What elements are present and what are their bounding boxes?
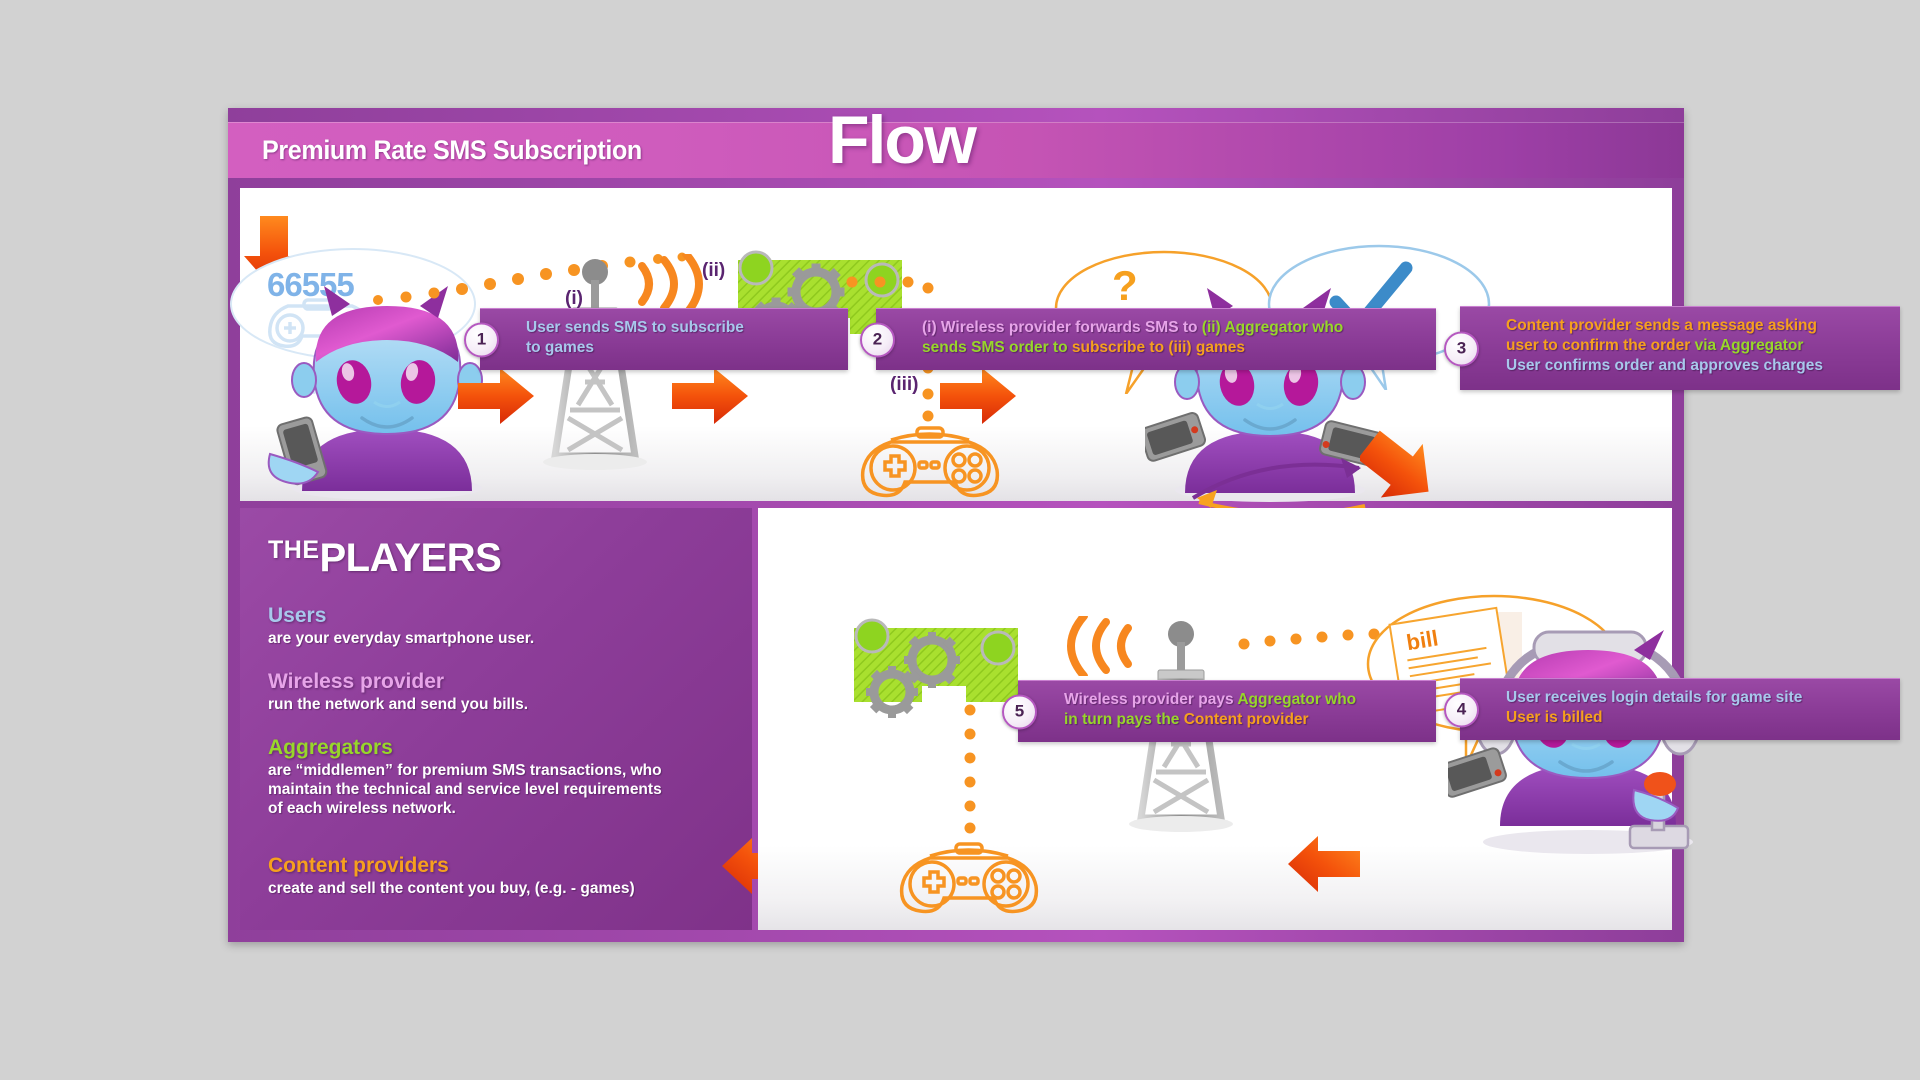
step-4-line-1: User receives login details for game sit… (1506, 688, 1888, 708)
signal-waves-2-icon (1067, 616, 1132, 676)
step-3-line-1: Content provider sends a message asking (1506, 316, 1888, 336)
svg-text:?: ? (1112, 262, 1138, 309)
step-number-5: 5 (1002, 694, 1037, 729)
step-4-text-1: User receives login details for game sit… (1506, 689, 1803, 706)
step-3-text-1: Content provider sends a message asking (1506, 317, 1817, 334)
step-number-1: 1 (464, 322, 499, 357)
players-heading: THEPLAYERS (268, 536, 502, 581)
label-roman-i: (i) (565, 288, 583, 309)
step-box-5[interactable]: 5 Wireless provider pays Aggregator who … (1002, 680, 1436, 742)
players-heading-the: THE (268, 536, 320, 564)
player-title-wireless: Wireless provider (268, 670, 445, 693)
step-4-line-2: User is billed (1506, 708, 1888, 728)
step-4-text-2: User is billed (1506, 709, 1603, 726)
player-desc-wireless: run the network and send you bills. (268, 696, 529, 713)
player-desc-users: are your everyday smartphone user. (268, 630, 535, 647)
game-controller-icon (860, 426, 1000, 498)
player-desc-aggregators-line1: are “middlemen” for premium SMS transact… (268, 762, 662, 779)
step-3-text-3: User confirms order and approves charges (1506, 357, 1824, 374)
step-3-text-2a: user to confirm the order (1506, 337, 1695, 354)
label-roman-iii: (iii) (890, 374, 919, 395)
player-entry-content: Content providers create and sell the co… (268, 853, 635, 898)
step-1-line-2: to games (526, 338, 836, 358)
step-2-text-1a: (i) Wireless provider forwards SMS to (922, 319, 1202, 336)
step-number-3: 3 (1444, 331, 1479, 366)
player-desc-aggregators-line3: of each wireless network. (268, 800, 456, 817)
svg-text:bill: bill (1405, 625, 1440, 655)
players-panel: THEPLAYERS Users are your everyday smart… (240, 508, 794, 930)
step-2-text-1b: (ii) Aggregator who (1201, 319, 1344, 336)
step-2-text-2a: sends SMS order to (922, 339, 1072, 356)
step-2-line-1: (i) Wireless provider forwards SMS to (i… (922, 318, 1424, 338)
step-box-2[interactable]: 2 (i) Wireless provider forwards SMS to … (860, 308, 1436, 370)
step-3-text-2b: via Aggregator (1694, 337, 1804, 354)
step-number-2: 2 (860, 322, 895, 357)
arrow-right-1-icon (458, 368, 534, 424)
shortcode-label: 66555 (267, 266, 355, 303)
page-title-subtitle: Premium Rate SMS Subscription (262, 135, 642, 165)
aggregator-gears-2-icon (854, 618, 1018, 718)
player-title-aggregators: Aggregators (268, 736, 393, 759)
title-band: Premium Rate SMS Subscription Flow (228, 102, 1684, 178)
page-title: Flow (828, 102, 977, 178)
payment-dot-trail-icon (964, 704, 976, 834)
step-5-text-1b: Aggregator who (1237, 691, 1357, 708)
step-3-line-3: User confirms order and approves charges (1506, 356, 1888, 376)
step-box-3[interactable]: 3 Content provider sends a message askin… (1444, 306, 1900, 390)
player-title-content: Content providers (268, 854, 449, 877)
step-5-text-1a: Wireless provider pays (1064, 691, 1238, 708)
step-5-line-1: Wireless provider pays Aggregator who (1064, 690, 1424, 710)
player-entry-wireless: Wireless provider run the network and se… (268, 669, 528, 714)
infographic-frame: Premium Rate SMS Subscription Flow (228, 102, 1900, 942)
player-entry-users: Users are your everyday smartphone user. (268, 603, 534, 648)
players-heading-main: PLAYERS (319, 536, 502, 580)
signal-waves-icon (638, 254, 703, 314)
player-title-users: Users (268, 604, 327, 627)
arrow-left-2-icon (1288, 836, 1360, 892)
label-roman-ii: (ii) (702, 260, 726, 281)
title-row: Premium Rate SMS Subscription Flow (228, 102, 1684, 178)
step-1-line-1: User sends SMS to subscribe (526, 318, 836, 338)
player-entry-aggregators: Aggregators are “middlemen” for premium … (268, 735, 662, 818)
step-5-line-2: in turn pays the Content provider (1064, 710, 1424, 730)
step-5-text-2a: in turn pays the (1064, 711, 1184, 728)
arrow-down-right-icon (1360, 430, 1429, 498)
step-number-4: 4 (1444, 692, 1479, 727)
step-1-text-2: to games (526, 339, 595, 356)
arrow-right-2-icon (672, 368, 748, 424)
player-desc-aggregators-line2: maintain the technical and service level… (268, 781, 662, 798)
step-box-4[interactable]: 4 User receives login details for game s… (1444, 678, 1900, 740)
step-1-text-1: User sends SMS to subscribe (526, 319, 744, 336)
step-3-line-2: user to confirm the order via Aggregator (1506, 336, 1888, 356)
arrow-right-3-icon (940, 368, 1016, 424)
step-2-line-2: sends SMS order to subscribe to (iii) ga… (922, 338, 1424, 358)
step-2-text-2b: subscribe to (iii) games (1071, 339, 1246, 356)
player-desc-content: create and sell the content you buy, (e.… (268, 880, 635, 897)
game-controller-2-icon (899, 842, 1039, 914)
step-box-1[interactable]: 1 User sends SMS to subscribe to games (464, 308, 848, 370)
confirm-loop-arrows-icon (1191, 458, 1366, 516)
step-5-text-2b: Content provider (1183, 711, 1309, 728)
